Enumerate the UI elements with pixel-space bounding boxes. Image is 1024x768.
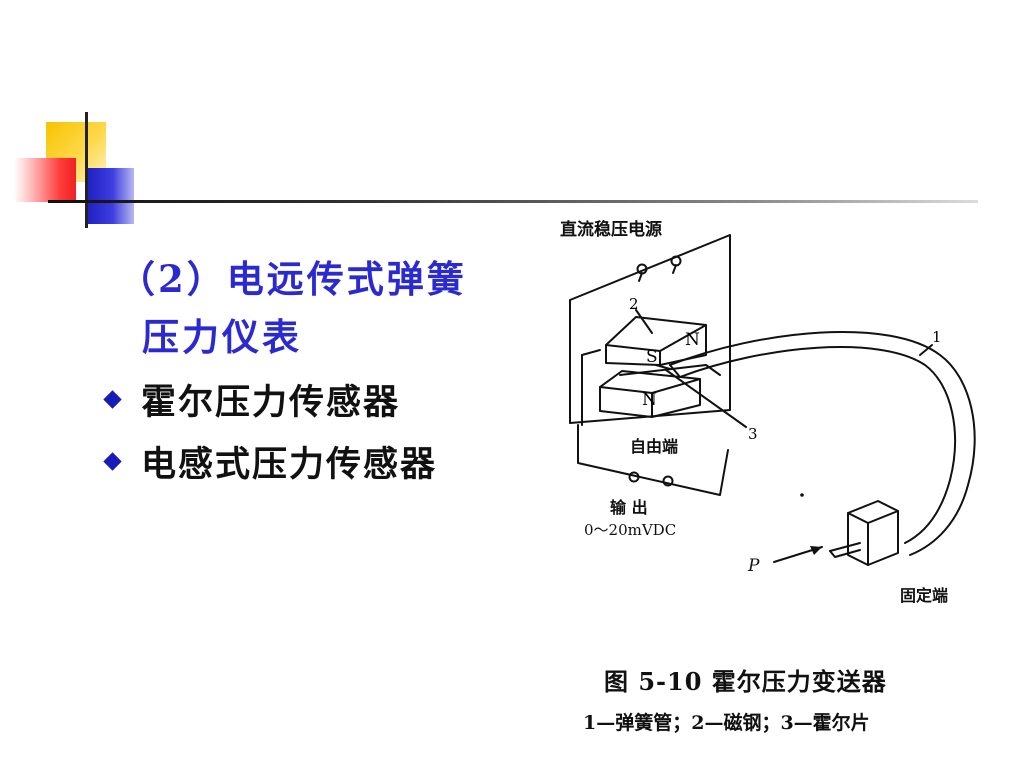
fixed-end-block	[847, 500, 899, 566]
leader-1	[919, 344, 933, 356]
label-number-2: 2	[629, 295, 639, 313]
label-number-3: 3	[748, 425, 758, 443]
leader-3	[665, 369, 747, 428]
label-number-1: 1	[932, 328, 942, 346]
power-supply-label: 直流稳压电源	[560, 219, 662, 240]
bullet-text: 霍尔压力传感器	[141, 382, 401, 423]
pressure-arrow-head	[810, 546, 822, 555]
output-range-label: 0～20mVDC	[584, 521, 676, 539]
output-terminal-left	[628, 471, 640, 483]
title-line-1: （2）电远传式弹簧	[118, 257, 467, 301]
output-terminal-right	[662, 475, 674, 487]
pole-n-bottom-label: N	[642, 390, 657, 410]
spring-tube-inner	[679, 346, 956, 544]
free-end-label: 自由端	[630, 437, 678, 456]
pressure-label: P	[747, 556, 760, 576]
bullet-text: 电感式压力传感器	[141, 444, 438, 485]
front-panel-outline	[577, 424, 729, 496]
red-bar-decoration	[14, 158, 76, 202]
pole-n-top-label: N	[685, 330, 700, 350]
pole-s-label: S	[646, 347, 658, 367]
bottom-magnet	[599, 370, 701, 418]
top-magnet	[605, 316, 707, 366]
bullet-item: 霍尔压力传感器	[103, 374, 401, 425]
hall-pressure-transmitter-diagram: N S N 2 1 3 直流稳压电源 自由端 输 出 0～20mVDC P 固定…	[560, 219, 976, 605]
title-line-2: 压力仪表	[142, 315, 302, 359]
vertical-rule	[85, 112, 88, 228]
bullet-item: 电感式压力传感器	[103, 436, 438, 487]
blue-square-decoration	[86, 168, 134, 224]
output-label: 输 出	[610, 498, 648, 517]
leader-2	[635, 309, 653, 334]
diamond-bullet-icon	[103, 452, 122, 471]
figure-legend: 1—弹簧管；2—磁钢；3—霍尔片	[583, 712, 870, 734]
fixed-end-label: 固定端	[900, 586, 948, 605]
figure-caption: 图 5-10 霍尔压力变送器	[604, 667, 887, 696]
horizontal-rule	[48, 200, 978, 203]
diamond-bullet-icon	[103, 390, 122, 409]
slide-title: （2）电远传式弹簧 压力仪表	[118, 250, 518, 366]
spring-tube-outer	[669, 331, 976, 556]
